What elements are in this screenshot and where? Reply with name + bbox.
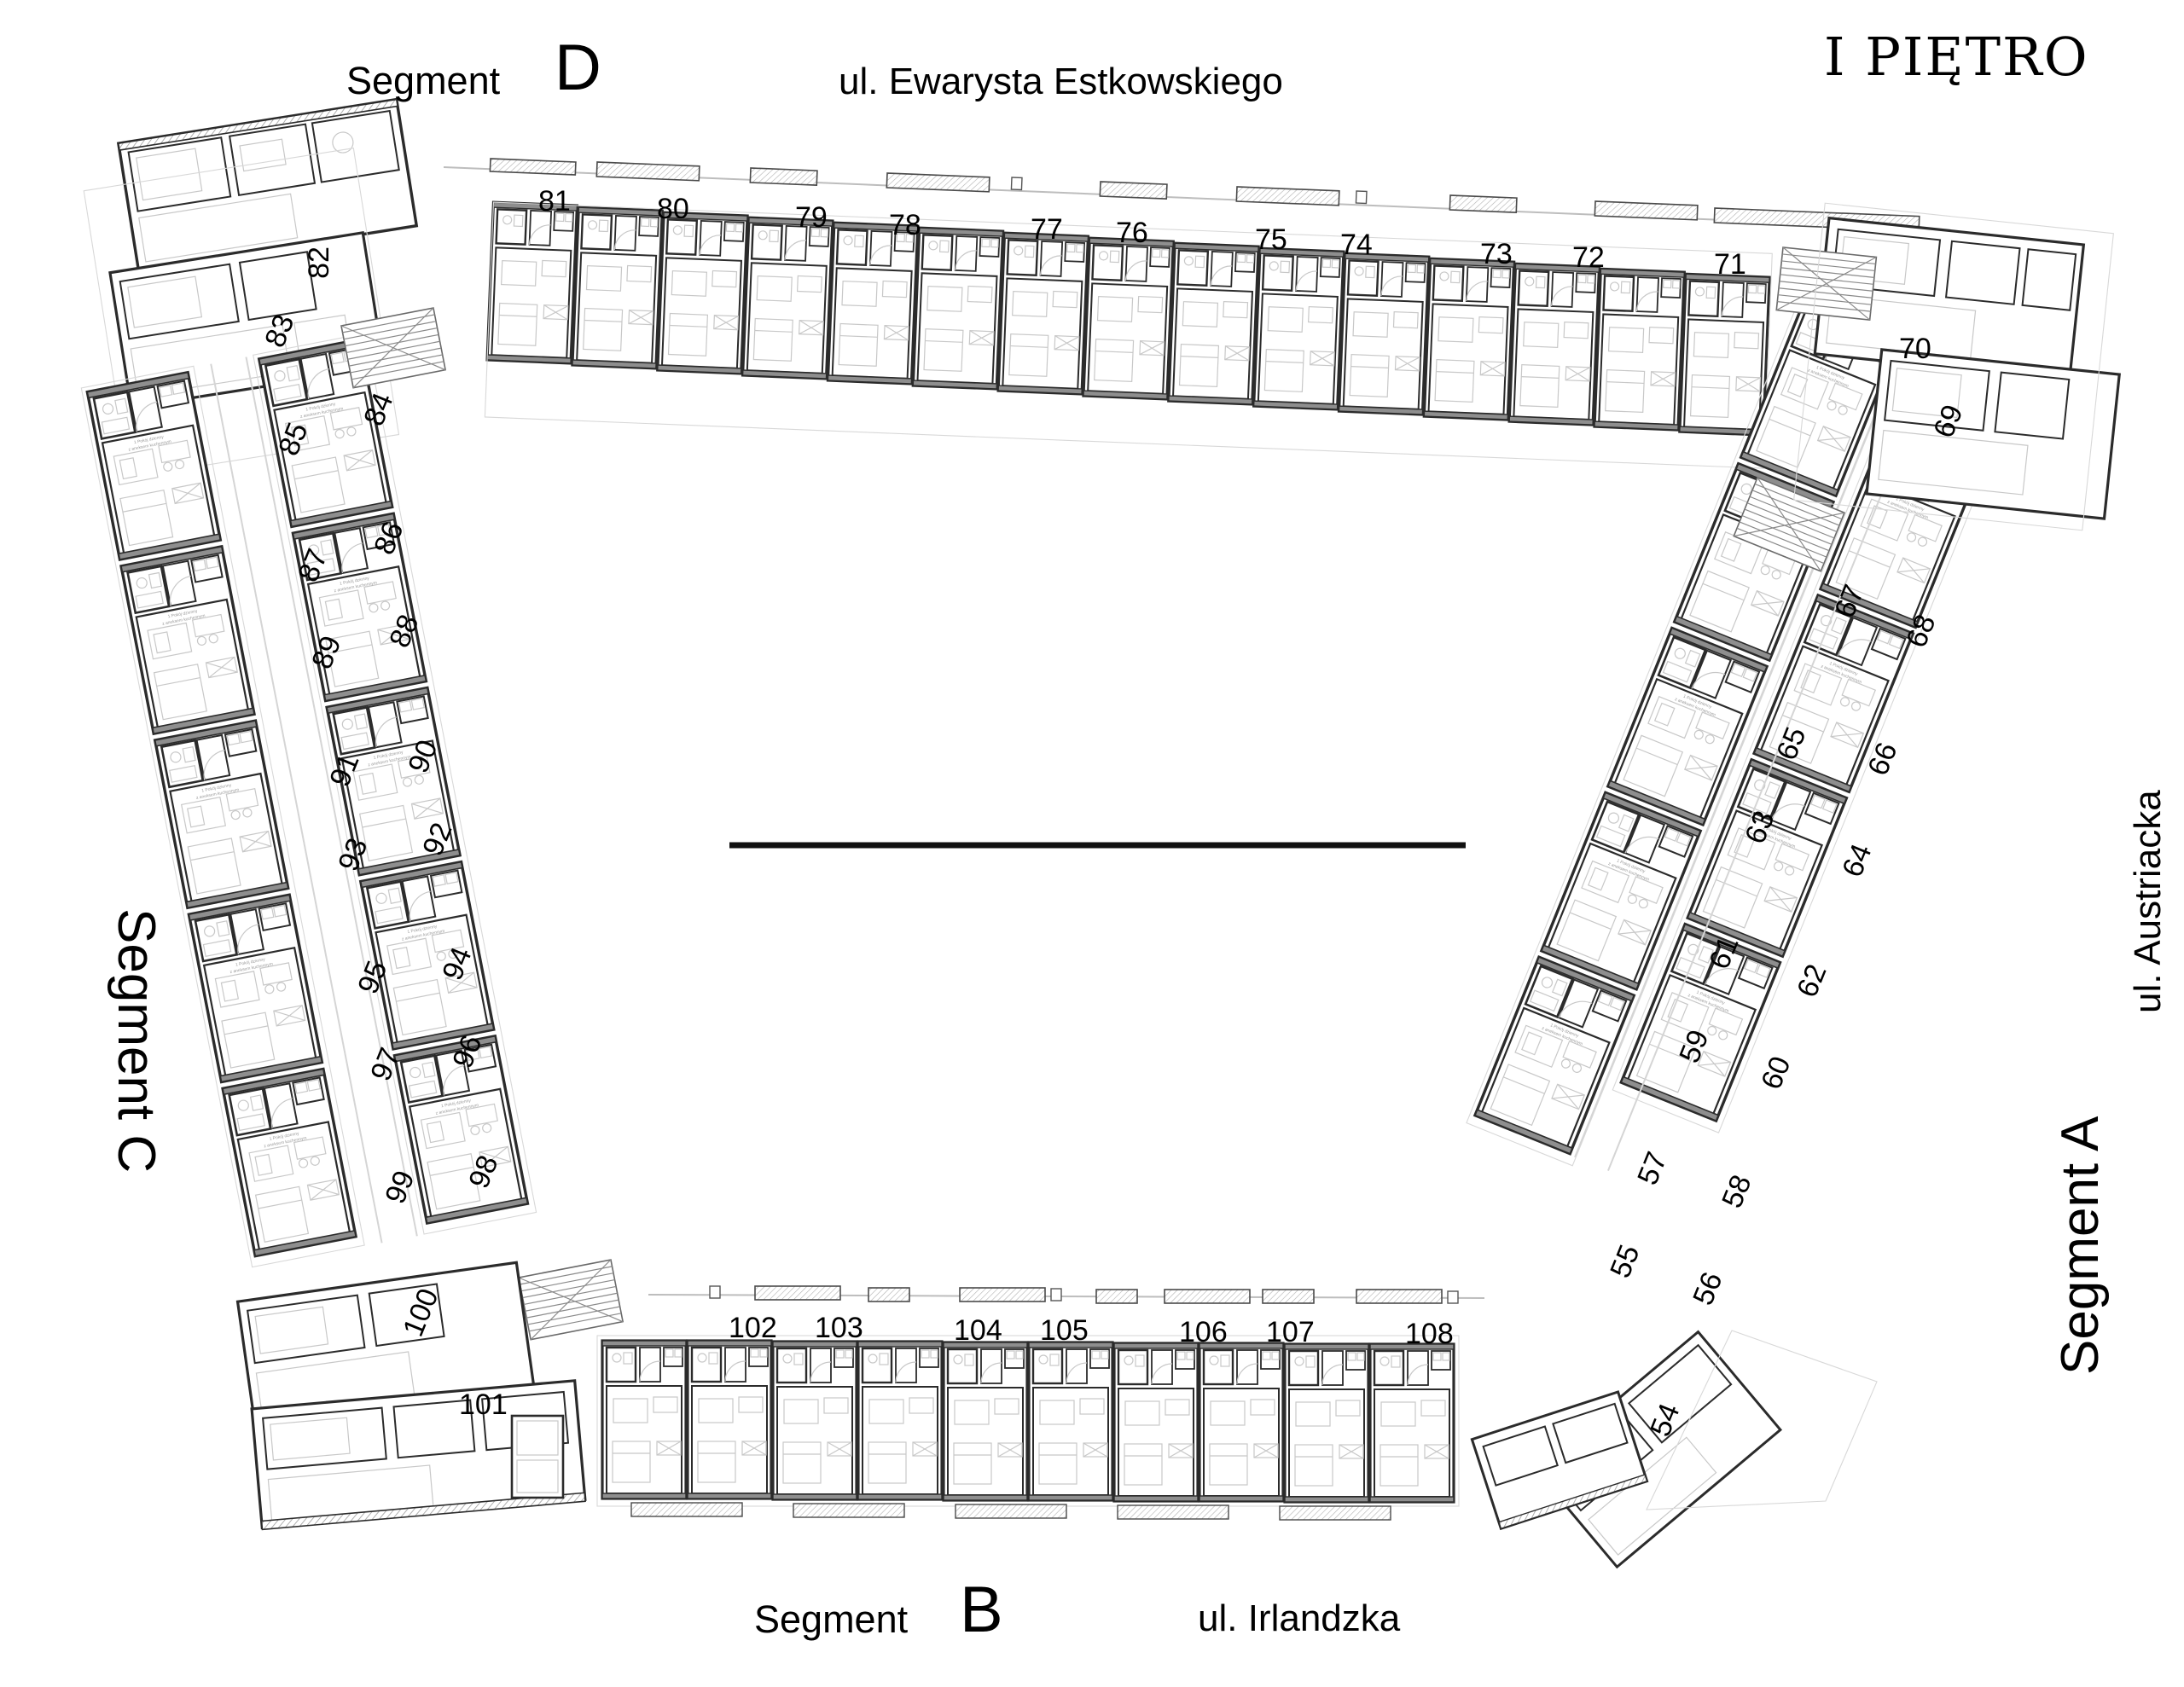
apartment-number-102[interactable]: 102 <box>729 1312 777 1344</box>
corner-southeast <box>1470 1330 1878 1569</box>
page-title: I PIĘTRO <box>1824 26 2089 88</box>
apartment-number-71[interactable]: 71 <box>1714 248 1746 281</box>
apartment-number-101[interactable]: 101 <box>459 1388 508 1421</box>
apartment-number-72[interactable]: 72 <box>1572 241 1605 274</box>
street-label-right: ul. Austriacka <box>2127 790 2169 1013</box>
wing-west <box>80 307 624 1341</box>
segment-a-label: Segment A <box>2051 1116 2110 1375</box>
corner-northwest <box>83 97 419 478</box>
street-label-top: ul. Ewarysta Estkowskiego <box>839 61 1283 102</box>
segment-b-word: Segment <box>754 1597 909 1641</box>
apartment-number-74[interactable]: 74 <box>1340 229 1373 261</box>
apartment-number-78[interactable]: 78 <box>889 209 921 241</box>
segment-c-label: Segment C <box>107 908 166 1174</box>
apartment-number-108[interactable]: 108 <box>1405 1318 1454 1350</box>
apartment-number-73[interactable]: 73 <box>1480 238 1513 270</box>
apartment-number-107[interactable]: 107 <box>1266 1316 1315 1348</box>
apartment-number-103[interactable]: 103 <box>815 1312 863 1344</box>
street-label-bottom: ul. Irlandzka <box>1198 1597 1401 1639</box>
apartment-number-81[interactable]: 81 <box>538 185 571 217</box>
apartment-number-75[interactable]: 75 <box>1255 223 1287 256</box>
apartment-number-76[interactable]: 76 <box>1116 217 1148 249</box>
apartment-number-77[interactable]: 77 <box>1031 213 1063 246</box>
apartment-number-104[interactable]: 104 <box>954 1314 1002 1347</box>
segment-d-word: Segment <box>346 59 501 102</box>
apartment-number-82[interactable]: 82 <box>302 246 335 279</box>
segment-d-letter: D <box>555 32 601 104</box>
apartment-number-80[interactable]: 80 <box>657 193 689 225</box>
corner-northeast <box>1775 202 2121 531</box>
corner-southwest <box>235 1261 587 1531</box>
segment-b-letter: B <box>960 1574 1003 1646</box>
apartment-number-79[interactable]: 79 <box>795 201 828 234</box>
wing-south <box>596 1285 1485 1521</box>
apartment-number-106[interactable]: 106 <box>1179 1316 1228 1348</box>
apartment-number-105[interactable]: 105 <box>1040 1314 1089 1347</box>
apartment-number-70[interactable]: 70 <box>1899 333 1931 365</box>
